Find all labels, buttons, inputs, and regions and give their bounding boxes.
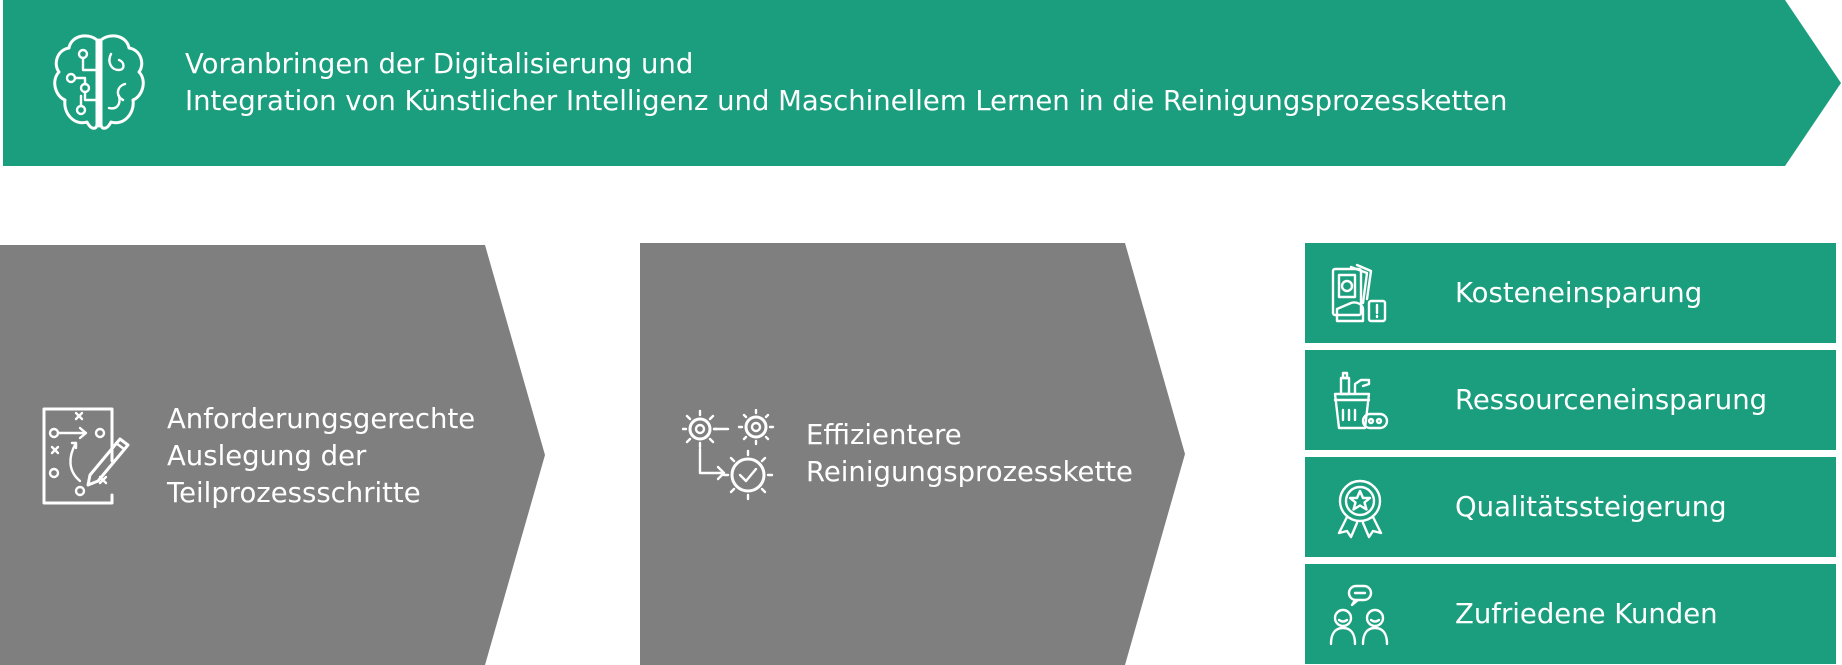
digitalization-banner: Voranbringen der Digitalisierung und Int… bbox=[3, 0, 1841, 166]
gears-process-icon bbox=[682, 409, 775, 501]
benefit-label: Qualitätssteigerung bbox=[1455, 491, 1727, 523]
step-1-line-3: Teilprozessschritte bbox=[167, 477, 421, 509]
banner-line-1: Voranbringen der Digitalisierung und bbox=[185, 48, 694, 80]
step-1-line-2: Auslegung der bbox=[167, 440, 367, 472]
benefit-label: Zufriedene Kunden bbox=[1455, 598, 1718, 630]
benefit-satisfied-customers: Zufriedene Kunden bbox=[1305, 564, 1836, 664]
quality-award-icon bbox=[1337, 479, 1383, 539]
happy-customers-icon bbox=[1329, 584, 1389, 646]
money-cost-icon bbox=[1331, 263, 1387, 323]
step-efficiency-chevron: Effizientere Reinigungsprozesskette bbox=[640, 243, 1185, 665]
step-2-line-1: Effizientere bbox=[806, 419, 962, 451]
step-1-line-1: Anforderungsgerechte bbox=[167, 403, 476, 435]
cleaning-supplies-icon bbox=[1333, 371, 1389, 430]
step-2-label: Effizientere Reinigungsprozesskette bbox=[806, 417, 1133, 491]
brain-circuit-icon bbox=[53, 34, 145, 130]
benefit-quality-increase: Qualitätssteigerung bbox=[1305, 457, 1836, 557]
step-requirements-chevron: Anforderungsgerechte Auslegung der Teilp… bbox=[0, 245, 545, 665]
benefit-label: Ressourceneinsparung bbox=[1455, 384, 1768, 416]
strategy-plan-icon bbox=[42, 407, 130, 505]
step-2-line-2: Reinigungsprozesskette bbox=[806, 456, 1133, 488]
benefit-label: Kosteneinsparung bbox=[1455, 277, 1703, 309]
banner-line-2: Integration von Künstlicher Intelligenz … bbox=[185, 85, 1508, 117]
banner-text: Voranbringen der Digitalisierung und Int… bbox=[185, 46, 1507, 120]
benefit-cost-savings: Kosteneinsparung bbox=[1305, 243, 1836, 343]
step-1-label: Anforderungsgerechte Auslegung der Teilp… bbox=[167, 401, 475, 512]
benefit-resource-savings: Ressourceneinsparung bbox=[1305, 350, 1836, 450]
